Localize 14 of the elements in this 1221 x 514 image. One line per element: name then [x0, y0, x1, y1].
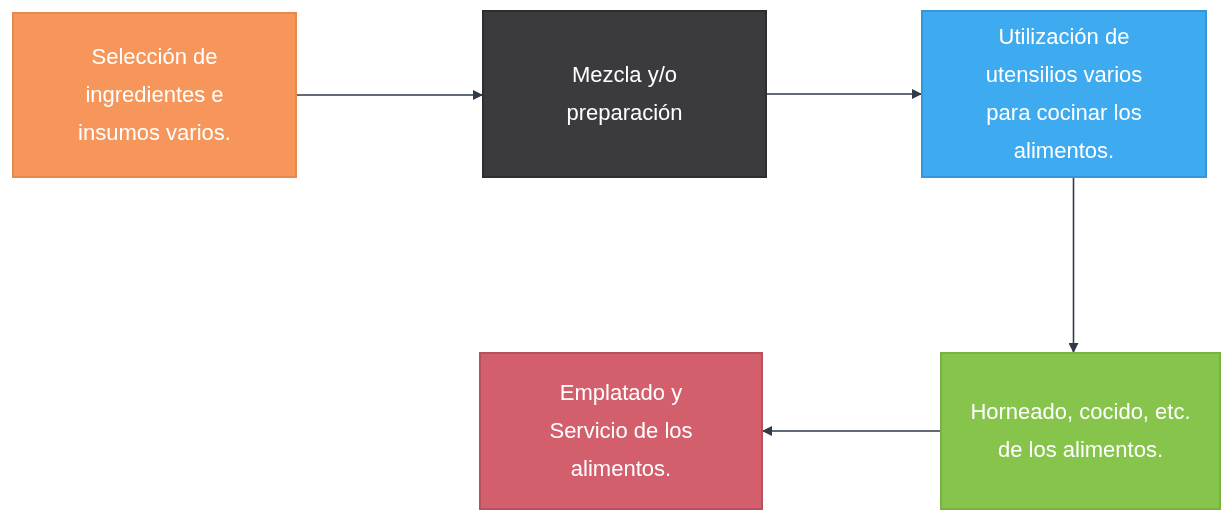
process-box	[482, 10, 767, 178]
process-box	[12, 12, 297, 178]
step-text: Selección de ingredientes e insumos varios.	[77, 43, 232, 147]
process-box	[479, 352, 763, 510]
process-box	[921, 10, 1207, 178]
step-text: Utilización de utensilios varios para cocinar los alimentos.	[984, 23, 1144, 165]
arrow	[296, 90, 483, 100]
step-text: Horneado, cocido, etc. de los alimentos.	[969, 398, 1192, 464]
arrow	[762, 426, 941, 436]
arrow	[766, 89, 922, 99]
arrow	[1068, 177, 1079, 353]
step-text: Emplatado y Servicio de los alimentos.	[548, 379, 694, 483]
process-box	[940, 352, 1221, 510]
step-text: Mezcla y/o preparación	[565, 61, 684, 127]
